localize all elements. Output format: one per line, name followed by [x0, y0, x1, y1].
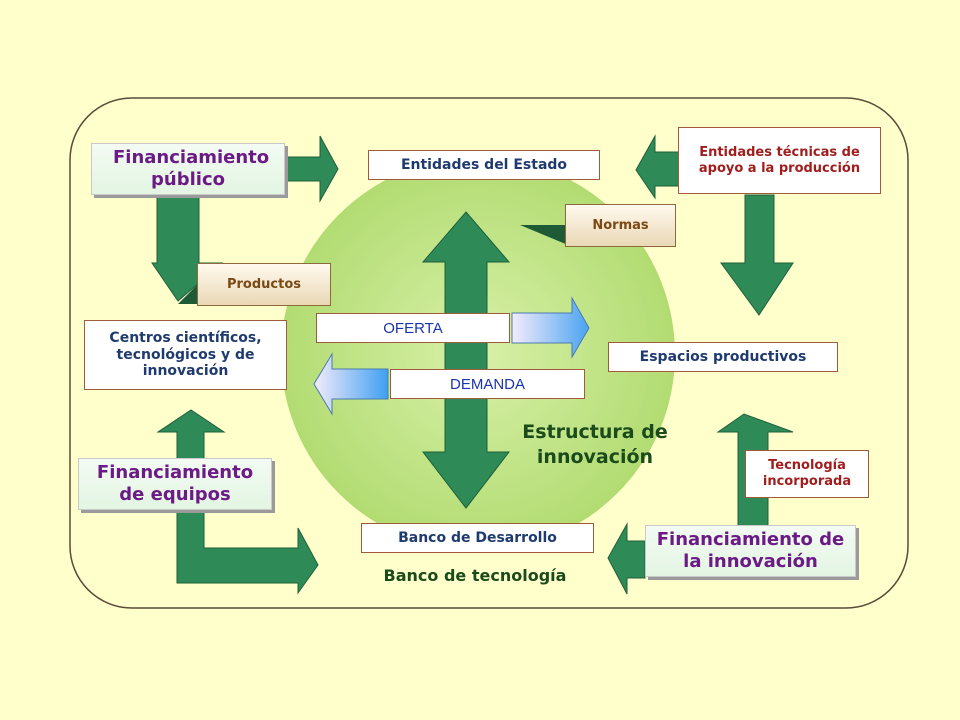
- financiamiento-equipos-label: Financiamiento de equipos: [96, 462, 254, 505]
- financiamiento-innovacion-label: Financiamiento de la innovación: [656, 529, 845, 572]
- oferta-label: OFERTA: [383, 319, 443, 337]
- productos-pointer: [178, 284, 198, 304]
- estructura-label: Estructura de innovación: [522, 421, 668, 468]
- espacios-box: Espacios productivos: [608, 342, 838, 372]
- entidades-estado-box: Entidades del Estado: [368, 150, 600, 180]
- financiamiento-publico-label: Financiamiento público: [113, 147, 270, 190]
- tecnologia-label: Tecnología incorporada: [762, 458, 852, 489]
- arrow-left-financiamiento-innovacion: [607, 522, 646, 595]
- espacios-label: Espacios productivos: [639, 348, 807, 365]
- banco-desarrollo-box: Banco de Desarrollo: [361, 523, 594, 553]
- normas-pointer: [520, 225, 568, 245]
- productos-label: Productos: [226, 277, 302, 292]
- arrow-right-financiamiento-equipos: [176, 510, 319, 595]
- arrow-left-entidades-tecnicas: [635, 134, 681, 200]
- banco-tecnologia-label: Banco de tecnología: [383, 566, 567, 585]
- arrow-down-entidades-tecnicas: [720, 194, 794, 316]
- financiamiento-equipos-box: Financiamiento de equipos: [78, 458, 272, 510]
- entidades-tecnicas-label: Entidades técnicas de apoyo a la producc…: [698, 144, 861, 176]
- estructura-caption: Estructura de innovación: [510, 420, 680, 469]
- banco-desarrollo-label: Banco de Desarrollo: [398, 529, 557, 546]
- arrow-right-financiamiento-publico: [284, 135, 339, 203]
- financiamiento-innovacion-box: Financiamiento de la innovación: [645, 525, 856, 577]
- normas-tab: Normas: [565, 204, 676, 247]
- oferta-box: OFERTA: [316, 313, 510, 343]
- double-arrow-vertical: [421, 211, 511, 509]
- normas-label: Normas: [592, 218, 649, 233]
- demanda-box: DEMANDA: [390, 369, 585, 399]
- centros-box: Centros científicos, tecnológicos y de i…: [84, 320, 287, 390]
- banco-tecnologia-caption: Banco de tecnología: [355, 566, 595, 585]
- centros-label: Centros científicos, tecnológicos y de i…: [109, 329, 262, 380]
- financiamiento-publico-box: Financiamiento público: [91, 143, 285, 195]
- productos-tab: Productos: [197, 263, 331, 306]
- arrow-oferta: [511, 296, 590, 359]
- demanda-label: DEMANDA: [449, 375, 525, 393]
- entidades-tecnicas-box: Entidades técnicas de apoyo a la producc…: [678, 127, 881, 194]
- tecnologia-box: Tecnología incorporada: [745, 450, 869, 498]
- arrow-demanda: [313, 352, 389, 416]
- arrow-up-financiamiento-equipos: [156, 409, 226, 464]
- entidades-estado-label: Entidades del Estado: [400, 156, 568, 173]
